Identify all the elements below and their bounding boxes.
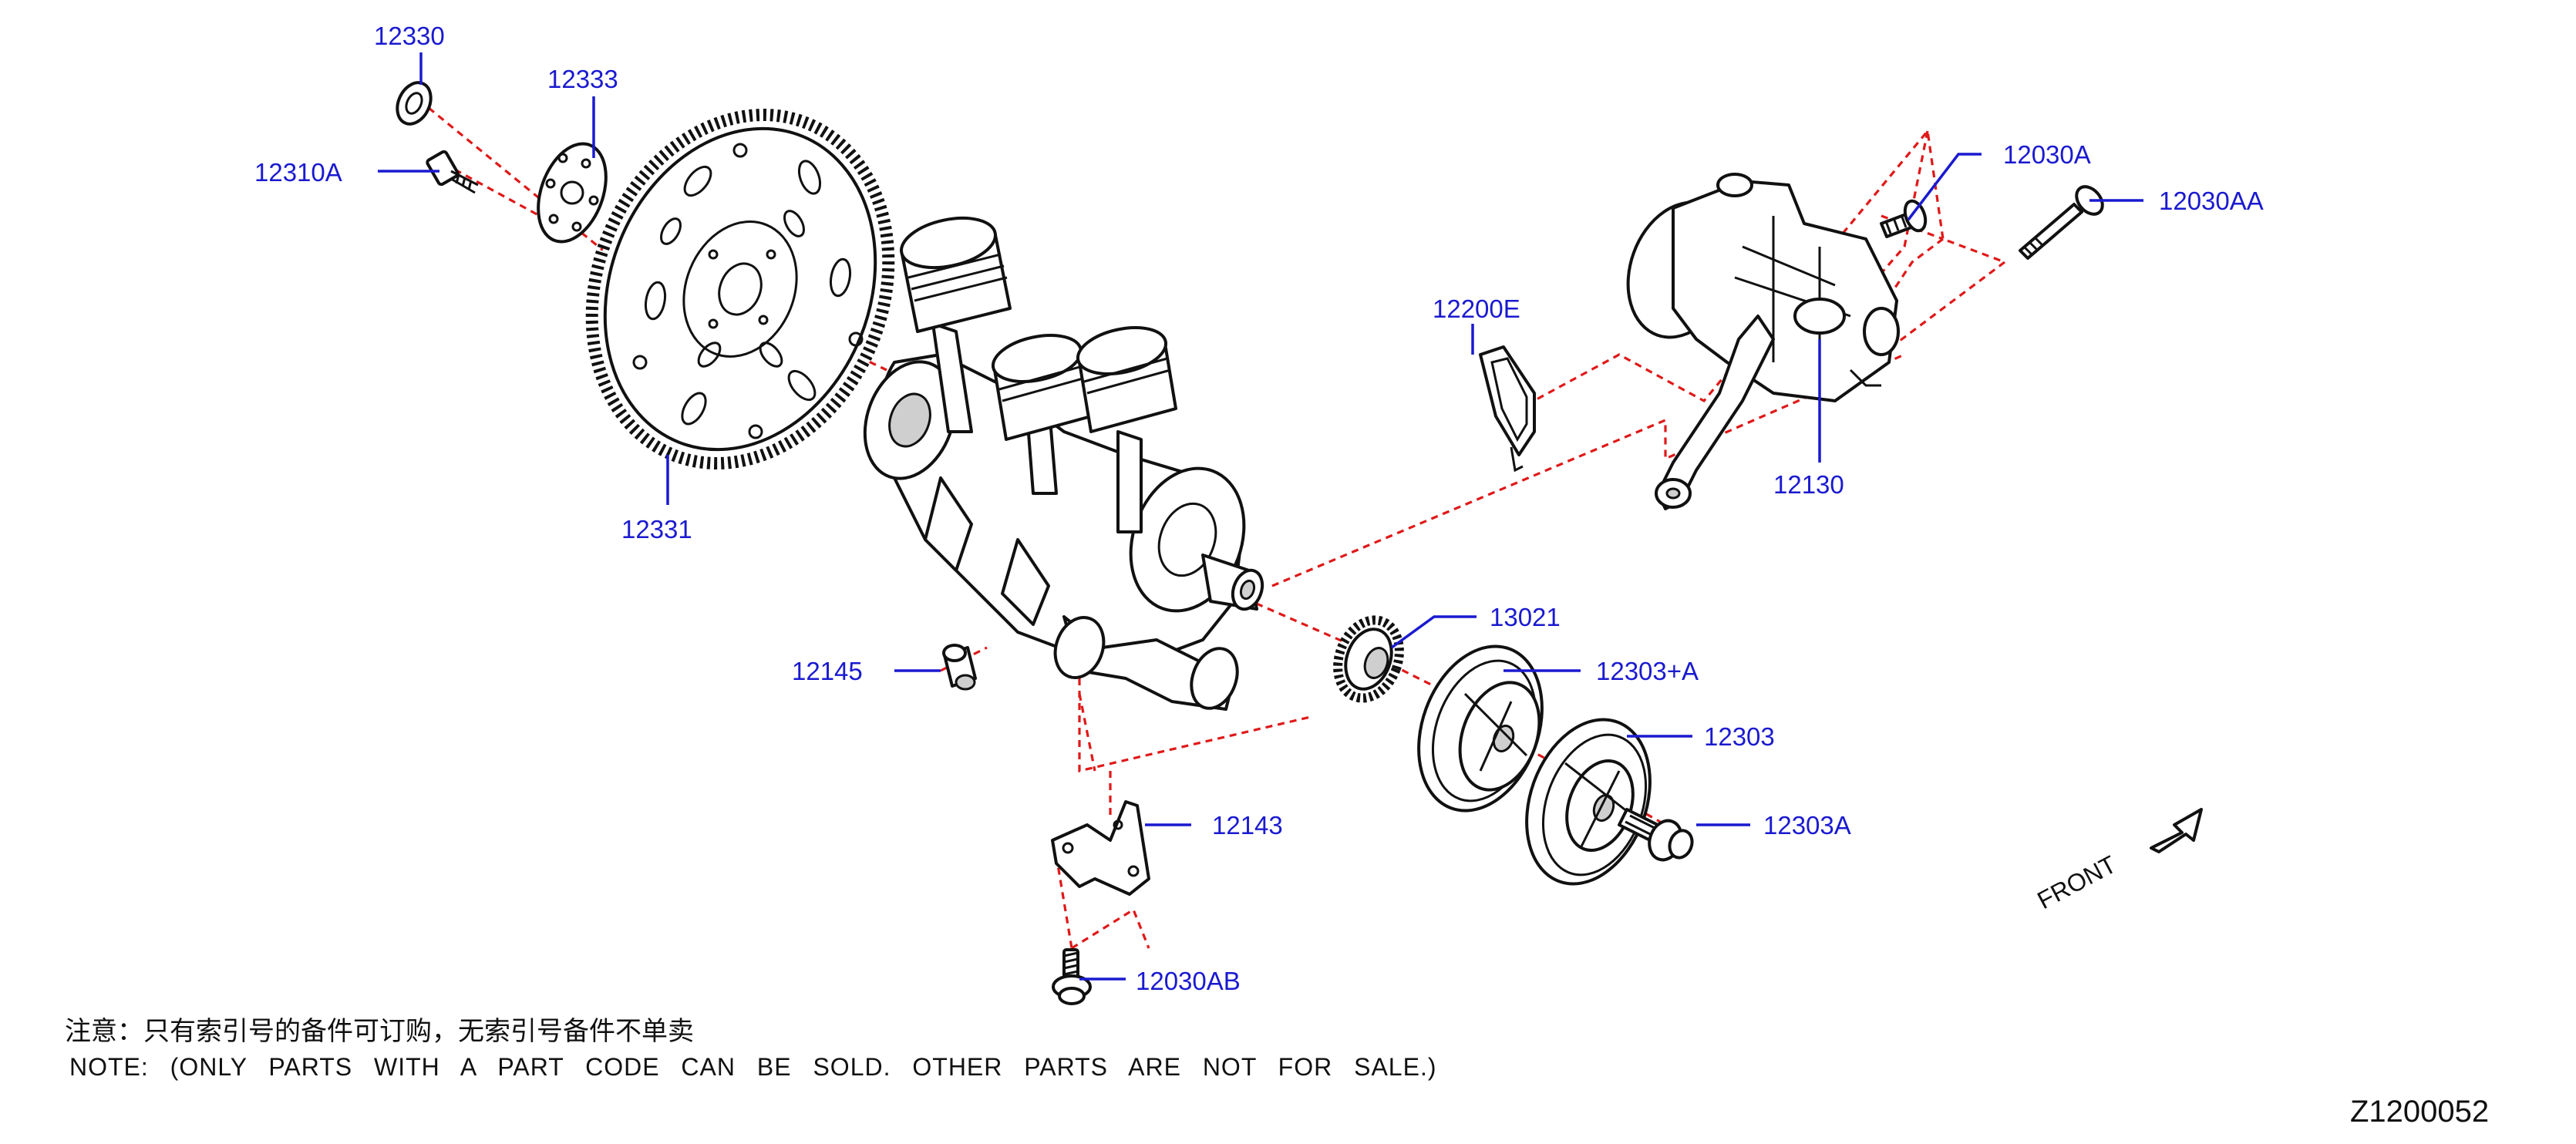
bracket-12143 — [1051, 800, 1150, 896]
bolt-12303A — [1618, 808, 1694, 862]
label-12310A: 12310A — [254, 158, 342, 187]
label-12331: 12331 — [621, 515, 692, 543]
label-12143: 12143 — [1212, 811, 1283, 839]
label-12303A: 12303A — [1763, 811, 1851, 839]
label-12130: 12130 — [1773, 470, 1844, 499]
bolt-12310A — [426, 150, 479, 194]
seal-12330 — [396, 81, 433, 126]
label-12303: 12303 — [1704, 722, 1775, 751]
flywheel-12331 — [585, 109, 895, 469]
crankshaft-pistons — [863, 216, 1264, 711]
label-12030A: 12030A — [2003, 140, 2091, 169]
note-english: NOTE: (ONLY PARTS WITH A PART CODE CAN B… — [69, 1053, 1437, 1081]
diagram-code: Z1200052 — [2350, 1095, 2490, 1129]
label-12330: 12330 — [374, 22, 445, 50]
sprocket-13021 — [1333, 615, 1404, 703]
label-12200E: 12200E — [1433, 294, 1520, 323]
front-direction: FRONT — [2032, 808, 2203, 915]
bolt-12030AA — [2019, 185, 2104, 260]
gasket-12200E — [1479, 345, 1536, 473]
oil-pump-12130 — [1626, 173, 1900, 510]
label-12030AB: 12030AB — [1136, 967, 1241, 995]
label-12303-plus-a: 12303+A — [1596, 657, 1699, 685]
pulley-12303 — [1525, 718, 1652, 886]
label-13021: 13021 — [1490, 603, 1561, 631]
label-12333: 12333 — [547, 65, 618, 93]
part-labels: 12330 12333 12310A 12331 12145 13021 123… — [254, 22, 2264, 995]
plate-12333 — [537, 142, 608, 244]
leader-lines — [378, 52, 2143, 981]
note-chinese: 注意：只有索引号的备件可订购，无索引号备件不单卖 — [65, 1016, 694, 1047]
label-12145: 12145 — [792, 657, 863, 685]
front-label: FRONT — [2032, 850, 2120, 915]
damper-12303-plus-a — [1417, 644, 1544, 813]
label-12030AA: 12030AA — [2159, 187, 2264, 215]
bushing-12145 — [942, 644, 977, 691]
front-arrow-icon — [2150, 808, 2203, 853]
bolt-12030AB — [1052, 948, 1092, 1005]
